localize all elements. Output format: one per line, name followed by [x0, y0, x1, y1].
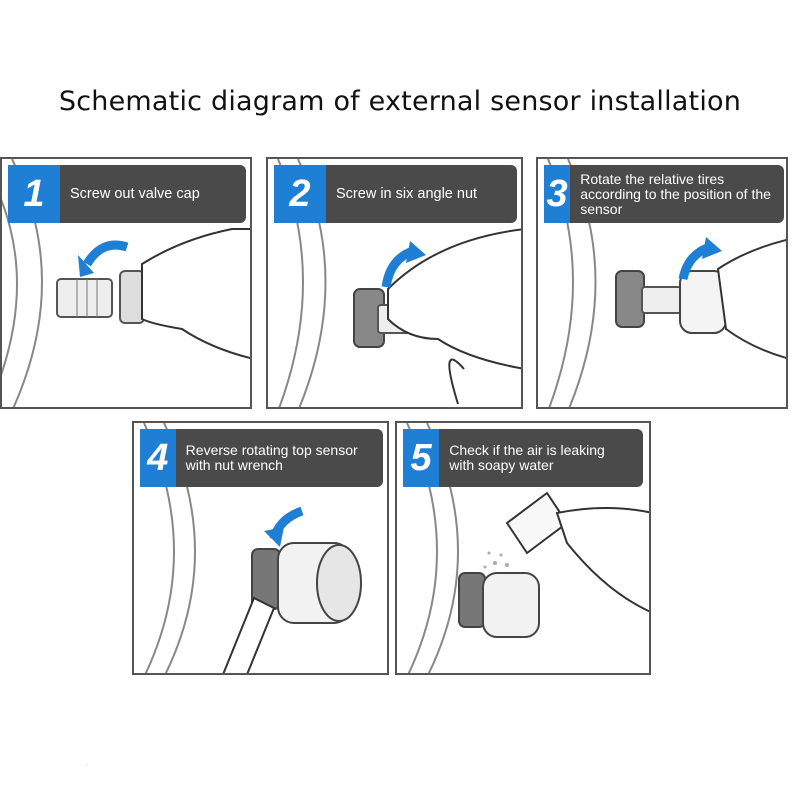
step-panel-5: 5 Check if the air is leaking with soapy… — [395, 421, 651, 675]
step-text: Check if the air is leaking with soapy w… — [449, 442, 605, 473]
step-text: Reverse rotating top sensor with nut wre… — [185, 442, 358, 473]
step-1-illustration — [2, 159, 250, 407]
step-number: 5 — [403, 429, 440, 487]
step-number: 2 — [274, 165, 326, 223]
valve-stem-icon — [641, 286, 685, 314]
diagram-title: Schematic diagram of external sensor ins… — [58, 86, 742, 117]
step-3-illustration — [547, 159, 786, 407]
step-panel-4: 4 Reverse rotating top sensor with nut w… — [132, 421, 389, 675]
hex-nut-icon — [615, 270, 645, 328]
step-label-3: 3 Rotate the relative tires according to… — [544, 165, 784, 223]
step-text: Rotate the relative tires according to t… — [580, 170, 771, 217]
step-panel-3: 3 Rotate the relative tires according to… — [536, 157, 788, 409]
step-4-illustration — [143, 423, 362, 673]
hand-icon — [555, 507, 649, 613]
valve-cap-icon — [119, 270, 145, 324]
step-label-2: 2 Screw in six angle nut — [274, 165, 517, 223]
hand-icon — [387, 228, 521, 370]
wrench-icon — [222, 596, 276, 673]
hand-icon — [141, 228, 250, 360]
step-text: Screw out valve cap — [70, 185, 200, 202]
step-label-1: 1 Screw out valve cap — [8, 165, 246, 223]
step-number: 1 — [8, 165, 60, 223]
step-text: Screw in six angle nut — [336, 185, 478, 202]
step-label-4: 4 Reverse rotating top sensor with nut w… — [140, 429, 383, 487]
spray-bottle-icon — [505, 491, 569, 555]
rotate-arrow-icon — [83, 240, 129, 267]
step-label-5: 5 Check if the air is leaking with soapy… — [403, 429, 643, 487]
step-number: 3 — [544, 165, 571, 223]
step-2-illustration — [277, 159, 521, 407]
hex-nut-icon — [458, 572, 486, 628]
step-panel-2: 2 Screw in six angle nut — [266, 157, 523, 409]
valve-stem-icon — [56, 278, 113, 318]
footer-mark: · — [86, 762, 88, 769]
tpms-sensor-icon — [482, 572, 540, 638]
step-panel-1: 1 Screw out valve cap — [0, 157, 252, 409]
step-number: 4 — [140, 429, 176, 487]
hand-icon — [716, 238, 786, 359]
